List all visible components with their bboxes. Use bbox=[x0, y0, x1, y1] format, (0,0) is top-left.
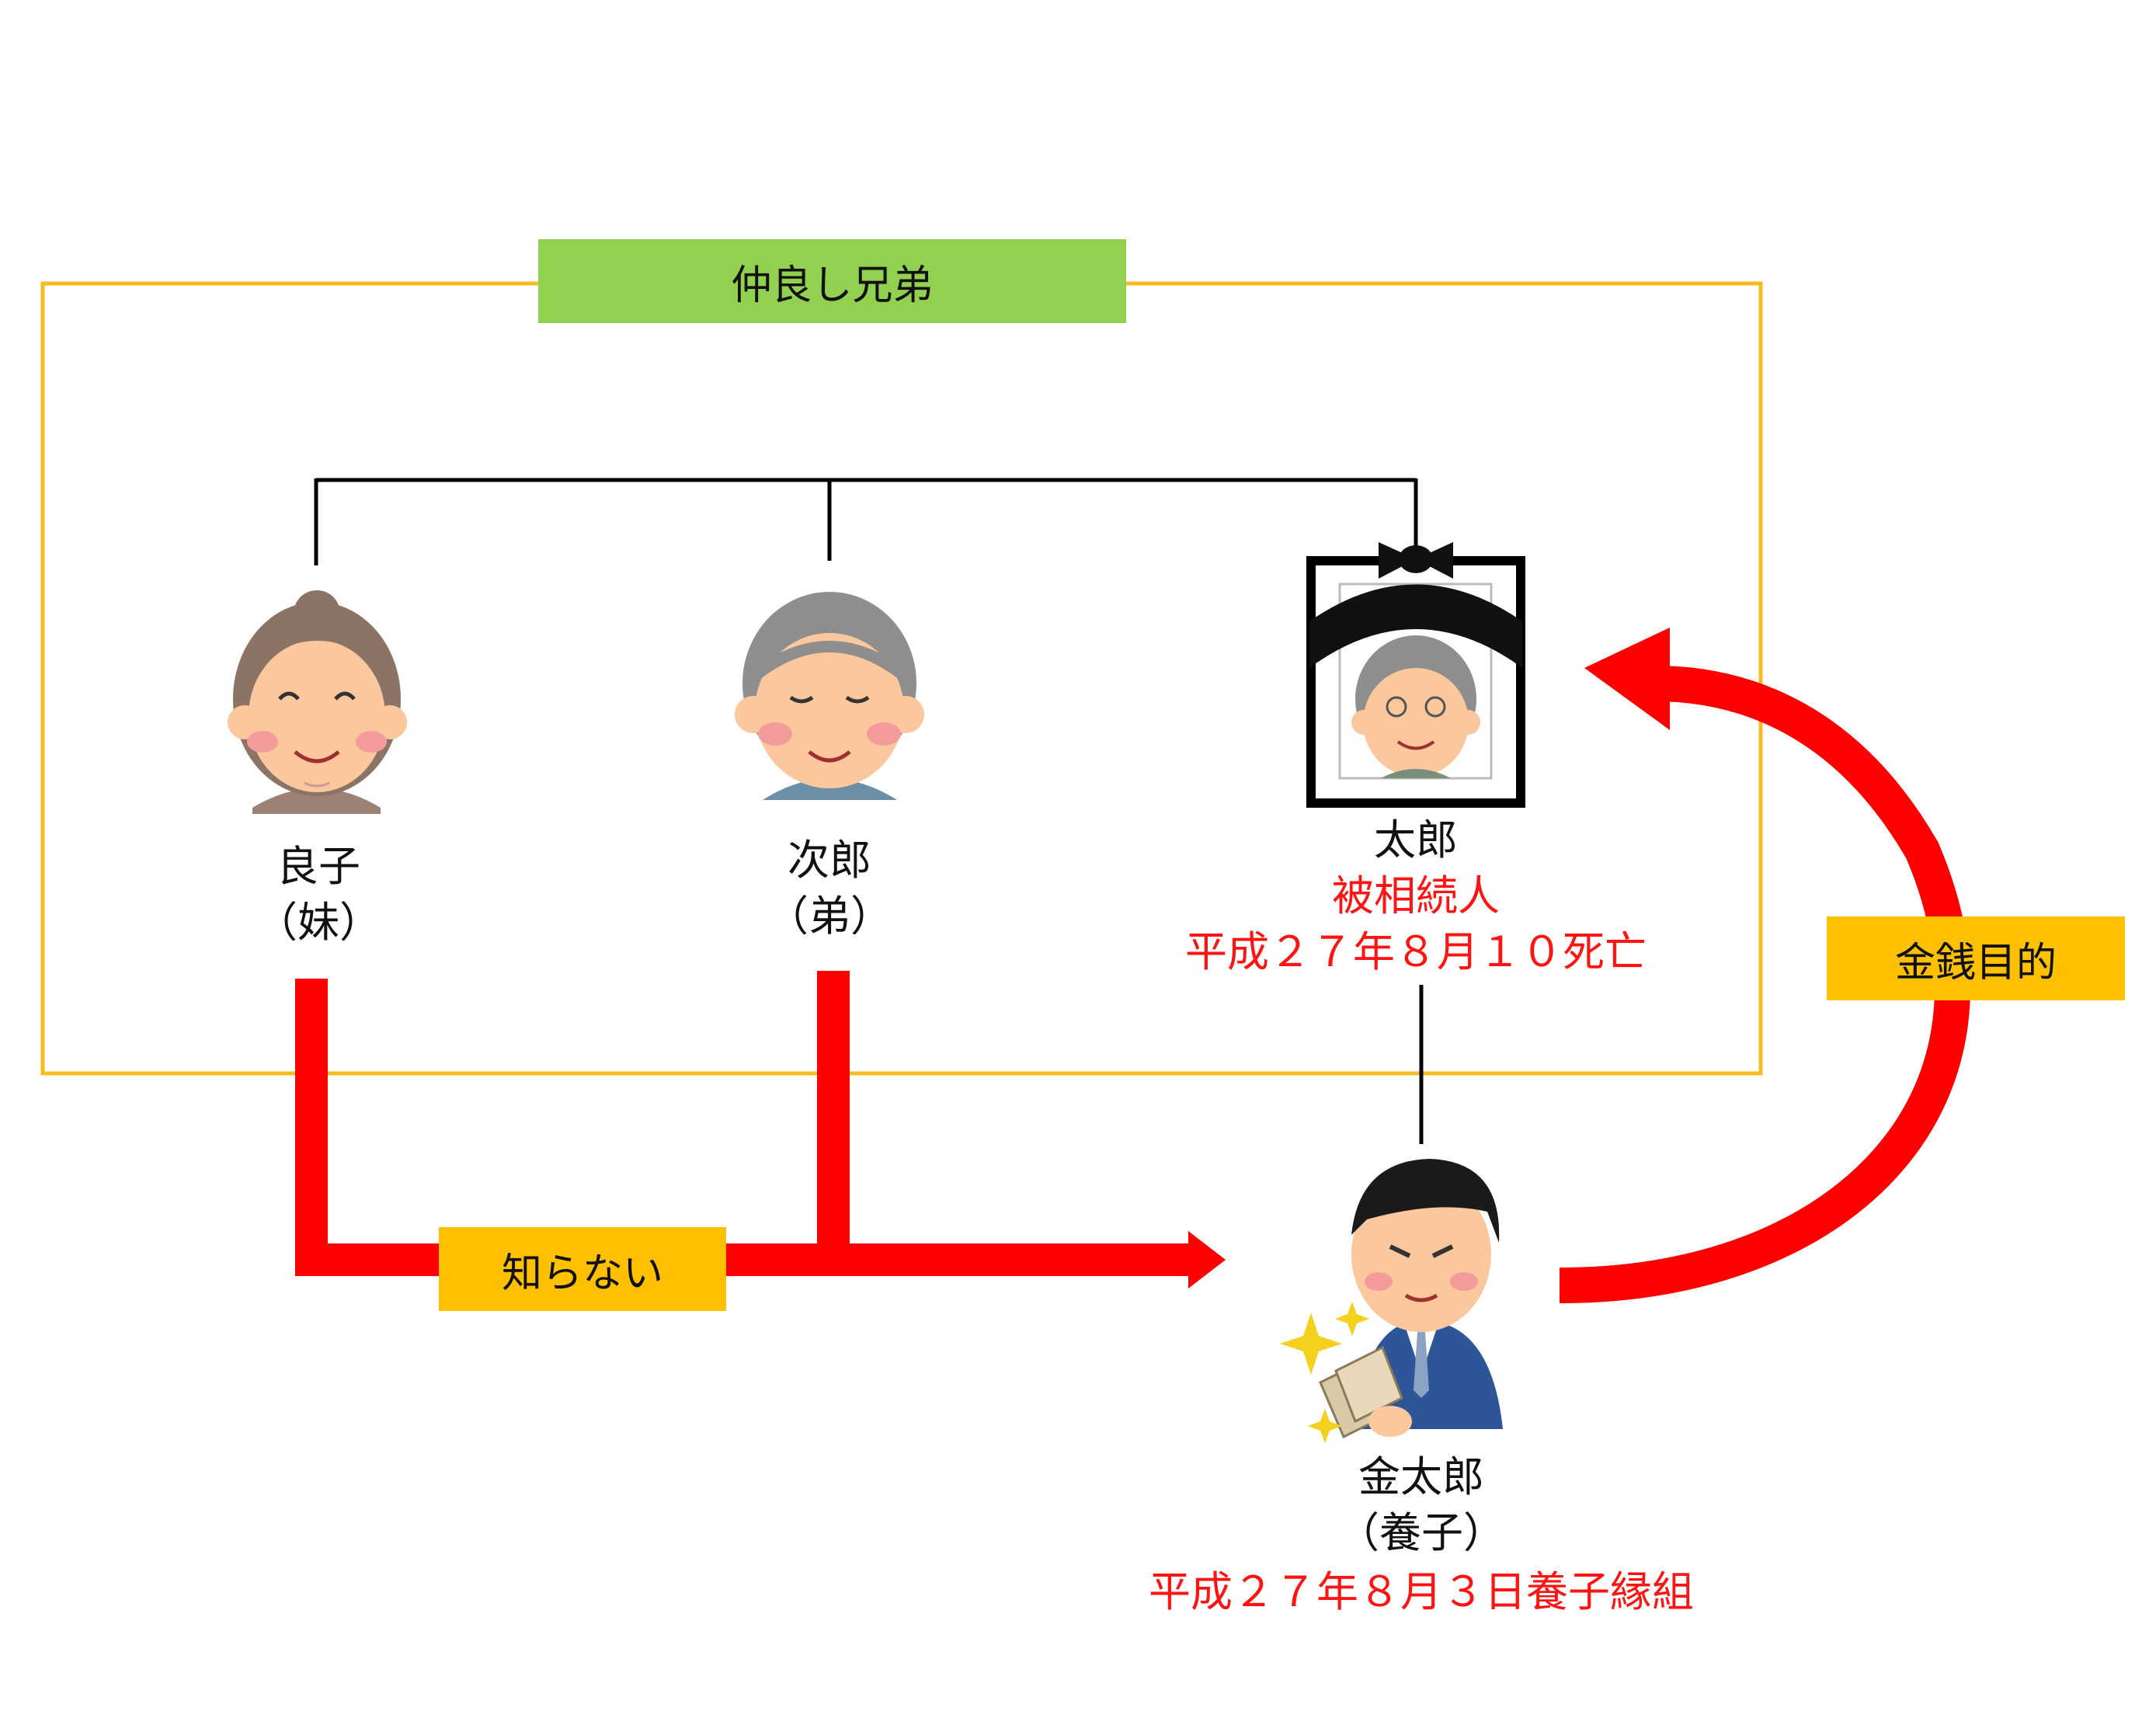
taro-name-label: 太郎 bbox=[1261, 812, 1571, 868]
elderly-woman-icon bbox=[228, 590, 407, 814]
money-motive-tag-text: 金銭目的 bbox=[1894, 939, 2057, 986]
yoshiko-name: 良子 bbox=[276, 842, 360, 891]
taro-name: 太郎 bbox=[1374, 816, 1458, 864]
unaware-arrow bbox=[295, 971, 1226, 1289]
taro-death-note: 平成２７年８月１０死亡 bbox=[1185, 927, 1647, 976]
sibling-group-label-text: 仲良し兄弟 bbox=[731, 262, 934, 309]
taro-detail-label: 被相続人 平成２７年８月１０死亡 bbox=[1105, 868, 1727, 980]
memorial-portrait-icon bbox=[1306, 542, 1525, 808]
sibling-connector-lines bbox=[314, 478, 1418, 565]
kintaro-label: 金太郎 （養子） bbox=[1266, 1449, 1577, 1561]
yoshiko-relation: （妹） bbox=[256, 898, 381, 947]
jiro-label: 次郎 （弟） bbox=[705, 833, 954, 944]
kintaro-adoption-note: 平成２７年８月３日養子縁組 bbox=[1149, 1567, 1694, 1616]
kintaro-adoption-label: 平成２７年８月３日養子縁組 bbox=[1072, 1564, 1771, 1620]
kintaro-relation: （養子） bbox=[1337, 1508, 1505, 1557]
jiro-relation: （弟） bbox=[767, 892, 892, 941]
man-holding-money-icon bbox=[1280, 1159, 1503, 1443]
sibling-group-label: 仲良し兄弟 bbox=[538, 239, 1126, 323]
elderly-man-icon bbox=[735, 592, 924, 800]
unaware-tag-text: 知らない bbox=[501, 1250, 663, 1297]
jiro-name: 次郎 bbox=[788, 836, 871, 885]
taro-role: 被相続人 bbox=[1332, 871, 1500, 920]
yoshiko-label: 良子 （妹） bbox=[194, 839, 443, 951]
unaware-tag: 知らない bbox=[439, 1227, 726, 1311]
kintaro-name: 金太郎 bbox=[1358, 1452, 1484, 1501]
money-motive-tag: 金銭目的 bbox=[1827, 916, 2125, 1000]
